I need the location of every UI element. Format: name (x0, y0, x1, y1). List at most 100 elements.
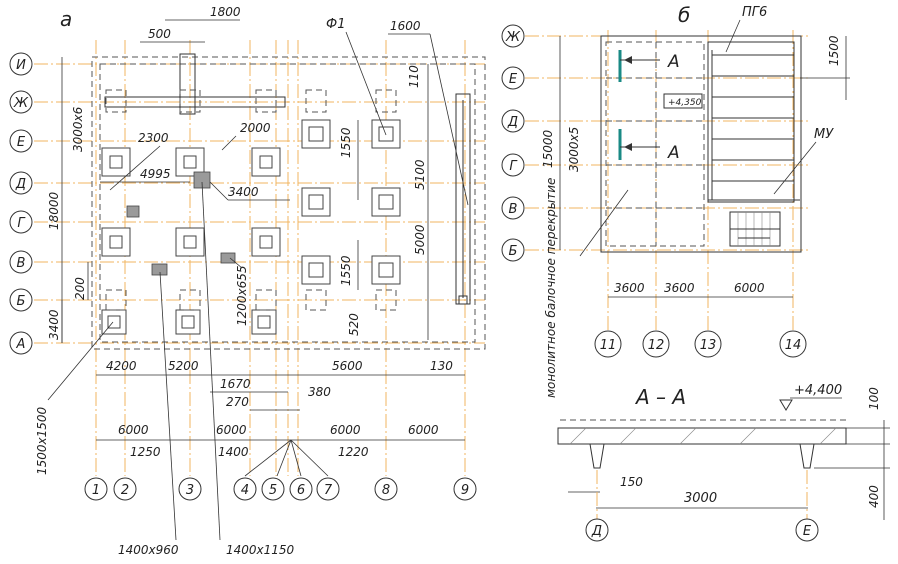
dim-5100: 5100 (413, 159, 427, 190)
panel-a-label: а (60, 7, 72, 31)
dim-3600-a: 3600 (614, 281, 645, 295)
plan-a-inner-dims: 2300 2000 4995 3400 110 1550 5100 5000 1… (100, 64, 429, 340)
row-label-И: И (16, 58, 26, 73)
plan-a-inner-outline (99, 63, 476, 343)
foundation-label-F1: Ф1 (326, 17, 345, 32)
plan-a-column-bubbles: 1 2 3 4 5 6 7 8 9 (84, 439, 477, 501)
row-label-Д: Д (15, 177, 26, 192)
dim-1220: 1220 (338, 445, 369, 459)
plan-a-top-dims: 1800 500 1600 Ф1 (140, 5, 469, 206)
dim-2000: 2000 (240, 121, 271, 135)
pits (126, 171, 236, 276)
col-label-1: 1 (92, 483, 100, 498)
plan-a-column-axes (95, 40, 466, 476)
dim-3400-inner: 3400 (228, 185, 259, 199)
col-label-5: 5 (269, 483, 277, 498)
b-row-Е: Е (509, 72, 518, 87)
b-row-В: В (509, 202, 518, 217)
dim-15000: 15000 (541, 129, 555, 168)
label-mu: МУ (814, 127, 834, 142)
gallery-post (179, 53, 196, 115)
dim-1600: 1600 (390, 19, 421, 33)
dim-6000-c: 6000 (330, 423, 361, 437)
plan-b-column-bubbles: 11 12 13 14 (594, 330, 807, 358)
section-mark-A-top: А (667, 52, 680, 72)
col-label-6: 6 (297, 483, 305, 498)
col-label-7: 7 (324, 483, 333, 498)
dim-2300: 2300 (138, 131, 169, 145)
b-row-Д: Д (507, 115, 518, 130)
col-label-9: 9 (461, 483, 469, 498)
dim-6000-b-plan: 6000 (734, 281, 765, 295)
dim-5600: 5600 (332, 359, 363, 373)
plan-a: а (9, 5, 486, 557)
b-col-13: 13 (700, 338, 717, 353)
row-label-Ж: Ж (13, 96, 29, 111)
col-label-3: 3 (186, 483, 194, 498)
dim-3000x5: 3000x5 (567, 127, 581, 172)
section-axis-Е: Е (803, 524, 812, 539)
elevation-box (663, 93, 703, 109)
row-label-Е: Е (17, 135, 26, 150)
dim-18000: 18000 (47, 191, 61, 230)
section-a-a: А – А +4,400 100 400 150 3000 Д Е (557, 383, 890, 542)
dim-1500x1500: 1500x1500 (35, 406, 49, 475)
dim-3000x6: 3000x6 (71, 106, 85, 152)
plan-a-row-axes (34, 63, 485, 344)
b-col-11: 11 (600, 338, 617, 353)
slab-note: монолитное балочное перекрытие (544, 178, 558, 398)
section-mark-A-bottom: А (667, 143, 680, 163)
dim-100: 100 (867, 387, 881, 410)
section-elevation: +4,400 (794, 383, 842, 398)
dim-4995: 4995 (140, 167, 171, 181)
dim-400: 400 (867, 485, 881, 508)
plan-a-bottom-dims: 4200 5200 5600 130 1670 270 380 6000 600… (96, 359, 465, 459)
plan-b-dims: 15000 3000x5 1500 3600 3600 6000 монолит… (541, 35, 850, 398)
b-row-Ж: Ж (505, 30, 521, 45)
plan-b-slab-strips (711, 50, 794, 200)
col-label-2: 2 (121, 483, 129, 498)
dim-1400: 1400 (218, 445, 249, 459)
section-hatch (569, 427, 837, 445)
dim-1250: 1250 (130, 445, 161, 459)
dim-3600-b: 3600 (664, 281, 695, 295)
b-col-14: 14 (785, 338, 802, 353)
section-beam-left (589, 443, 605, 469)
pit-label-1400x1150: 1400x1150 (226, 543, 295, 557)
dim-500: 500 (148, 27, 171, 41)
section-slab (557, 427, 847, 445)
plan-a-row-bubbles: И Ж Е Д Г В Б А (9, 52, 33, 355)
plan-b-stair (729, 211, 781, 247)
dim-1200x655: 1200x655 (235, 265, 249, 326)
dim-3000: 3000 (684, 491, 717, 506)
dim-4200: 4200 (106, 359, 137, 373)
b-col-12: 12 (648, 338, 665, 353)
dim-6000-d: 6000 (408, 423, 439, 437)
plan-b-section-marks: А А (618, 50, 680, 163)
row-label-Б: Б (17, 294, 26, 309)
dim-270: 270 (226, 395, 249, 409)
dim-380: 380 (308, 385, 331, 399)
dim-5200: 5200 (168, 359, 199, 373)
plan-b-pg6-zone (707, 41, 795, 203)
dim-6000-a: 6000 (118, 423, 149, 437)
plan-b-slab-zone (605, 41, 705, 247)
dim-110: 110 (407, 65, 421, 88)
row-label-А: А (16, 337, 26, 352)
plan-a-pit-labels: 1400x960 1400x1150 (118, 181, 295, 557)
dim-3400-left: 3400 (47, 309, 61, 340)
panel-b-label: б (678, 3, 690, 27)
section-axis-Д: Д (591, 524, 602, 539)
row-label-Г: Г (17, 216, 26, 231)
plan-b-row-bubbles: Ж Е Д Г В Б (501, 24, 525, 262)
dim-1800: 1800 (210, 5, 241, 19)
pit-label-1400x960: 1400x960 (118, 543, 179, 557)
dim-1550-b: 1550 (339, 255, 353, 286)
plan-a-building-outline (91, 56, 486, 350)
row-label-В: В (17, 256, 26, 271)
plan-b: б (501, 3, 850, 398)
foundations (101, 89, 401, 335)
section-title: А – А (634, 385, 686, 409)
b-row-Г: Г (509, 159, 518, 174)
